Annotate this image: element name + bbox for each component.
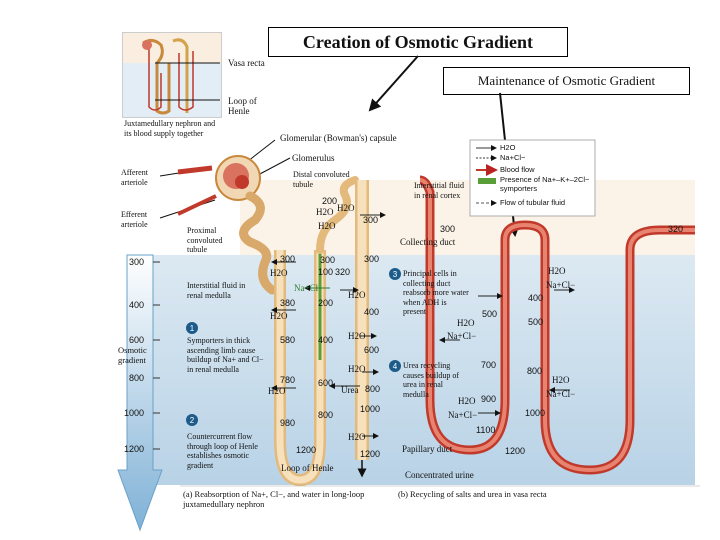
value-300-pct: 300 [280,254,296,264]
h2o-label-3: H2O [268,386,286,396]
caption-b: (b) Recycling of salts and urea in vasa … [398,489,547,499]
inset-nephron-image [122,32,222,118]
vr-h2o-3: H2O [552,375,570,385]
legend-nacl: Na+Cl− [500,153,526,162]
h2o-label-10: H2O [348,432,366,442]
vr-h2o-4: H2O [458,396,476,406]
label-distal-tubule: Distal convoluted tubule [293,170,350,189]
inset-caption: Juxtamedullary nephron and its blood sup… [124,119,216,138]
value-200: 200 [318,298,334,308]
value-600-cd: 600 [364,345,380,355]
value-380: 380 [280,298,296,308]
scale-1000: 1000 [124,408,145,418]
value-780: 780 [280,375,296,385]
inset-label-loop-of-henle: Loop of Henle [228,96,257,116]
cortex-background [240,180,695,255]
step-1-badge: 1 [186,322,198,334]
value-300-top: 300 [364,254,380,264]
value-320: 320 [335,267,351,277]
vr-1200: 1200 [505,446,526,456]
step-3-badge: 3 [389,268,401,280]
step-3-text: Principal cells in collecting duct reabs… [403,269,469,316]
scale-800: 800 [129,373,145,383]
label-interstitial-cortex: Interstitial fluid in renal cortex [414,181,464,200]
step-4-badge: 4 [389,360,401,372]
value-980: 980 [280,418,296,428]
label-afferent-arteriole: Afferent arteriole [121,168,148,187]
legend-tubular-flow: Flow of tubular fluid [500,198,566,207]
label-concentrated-urine: Concentrated urine [405,470,474,480]
label-collecting-duct: Collecting duct [400,237,456,247]
caption-a: (a) Reabsorption of Na+, Cl−, and water … [183,489,365,509]
vr-900: 900 [481,394,497,404]
vr-nacl-3: Na+Cl− [546,389,576,399]
urea-label: Urea [341,385,359,395]
h2o-label-5: H2O [316,207,334,217]
legend-symporters: Presence of Na+–K+–2Cl− symporters [500,175,590,193]
scale-400: 400 [129,300,145,310]
value-800-cd: 800 [365,384,381,394]
title-maintenance: Maintenance of Osmotic Gradient [443,67,690,95]
label-efferent-arteriole: Efferent arteriole [121,210,148,229]
label-proximal-tubule: Proximal convoluted tubule [187,226,223,254]
vr-320: 320 [668,224,684,234]
h2o-label-2: H2O [270,311,288,321]
h2o-label-8: H2O [348,331,366,341]
step-1-text: Symporters in thick ascending limb cause… [187,336,264,374]
legend-blood-flow: Blood flow [500,165,535,174]
label-osmotic-gradient: Osmotic gradient [118,345,147,365]
value-1200-loop: 1200 [296,445,317,455]
value-580: 580 [280,335,296,345]
value-300-dct: 300 [320,255,336,265]
h2o-label-7: H2O [318,221,336,231]
label-papillary-duct: Papillary duct [402,444,453,454]
label-loop-of-henle: Loop of Henle [281,463,334,473]
vr-nacl-1: Na+Cl− [546,280,576,290]
value-1000-cd: 1000 [360,404,381,414]
medulla-background [140,255,695,485]
step-4-text: Urea recycling causes buildup of urea in… [403,361,459,399]
value-300-cortex: 300 [363,215,379,225]
value-200-top: 200 [322,196,338,206]
scale-1200: 1200 [124,444,145,454]
vr-nacl-4: Na+Cl− [448,410,478,420]
vr-h2o-2: H2O [457,318,475,328]
legend-h2o: H2O [500,143,516,152]
value-1200-cd: 1200 [360,449,381,459]
value-100: 100 [318,267,334,277]
value-600: 600 [318,378,334,388]
value-800: 800 [318,410,334,420]
vr-300: 300 [440,224,456,234]
label-glomerulus: Glomerulus [292,153,335,163]
inset-label-vasa-recta: Vasa recta [228,58,265,68]
label-glomerular-capsule: Glomerular (Bowman's) capsule [280,133,397,143]
step-2-badge: 2 [186,414,198,426]
value-400: 400 [318,335,334,345]
h2o-label-9: H2O [348,364,366,374]
nacl-label-1: Na+Cl− [294,283,324,293]
vr-800: 800 [527,366,543,376]
value-400-cd: 400 [364,307,380,317]
vr-500b: 500 [528,317,544,327]
scale-600: 600 [129,335,145,345]
vr-nacl-2: Na+Cl− [447,331,477,341]
vr-h2o-1: H2O [548,266,566,276]
scale-300: 300 [129,257,145,267]
h2o-label-1: H2O [270,268,288,278]
vr-1100: 1100 [476,425,496,435]
step-2-text: Countercurrent flow through loop of Henl… [187,432,258,470]
h2o-label-6: H2O [337,203,355,213]
vr-500a: 500 [482,309,498,319]
vr-1000: 1000 [525,408,546,418]
h2o-label-4: H2O [348,290,366,300]
label-interstitial-medulla: Interstitial fluid in renal medulla [187,281,246,300]
vr-700: 700 [481,360,497,370]
vr-400: 400 [528,293,544,303]
